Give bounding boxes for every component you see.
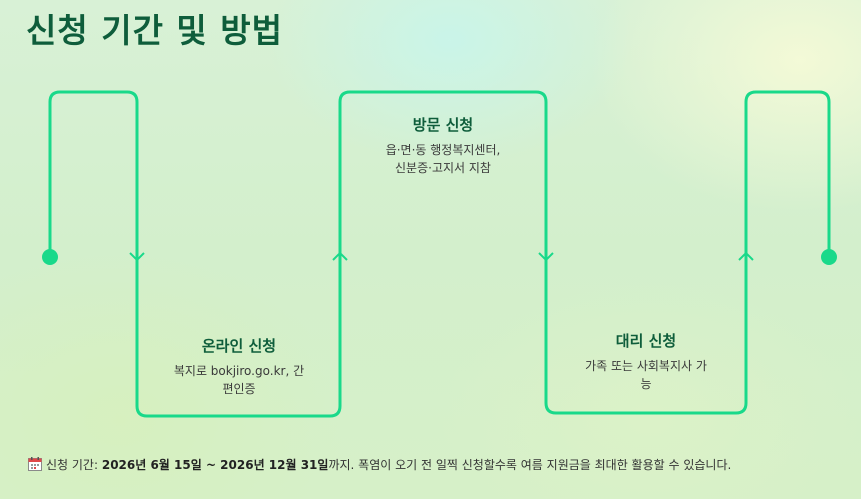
step-desc: 복지로 bokjiro.go.kr, 간 편인증 [173,364,305,396]
period-dates: 2026년 6월 15일 ~ 2026년 12월 31일 [101,458,329,472]
arrow-down-icon [538,252,554,262]
step-name: 대리 신청 [615,332,677,350]
end-dot [821,249,837,265]
step-online: 온라인 신청 복지로 bokjiro.go.kr, 간 편인증 [149,335,329,398]
step-name: 방문 신청 [412,116,474,134]
step-name: 온라인 신청 [201,337,277,355]
step-proxy: 대리 신청 가족 또는 사회복지사 가 능 [556,330,736,393]
flow-line [48,90,831,418]
start-dot [42,249,58,265]
arrow-down-icon [129,252,145,262]
arrow-up-icon [738,251,754,261]
application-period-note: 신청 기간: 2026년 6월 15일 ~ 2026년 12월 31일까지. 폭… [28,456,731,473]
page-title: 신청 기간 및 방법 [26,11,283,50]
step-desc: 가족 또는 사회복지사 가 능 [585,359,707,391]
arrow-up-icon [332,251,348,261]
step-desc: 읍·면·동 행정복지센터, 신분증·고지서 지참 [385,143,501,175]
step-visit: 방문 신청 읍·면·동 행정복지센터, 신분증·고지서 지참 [353,114,533,177]
calendar-icon [28,457,42,471]
